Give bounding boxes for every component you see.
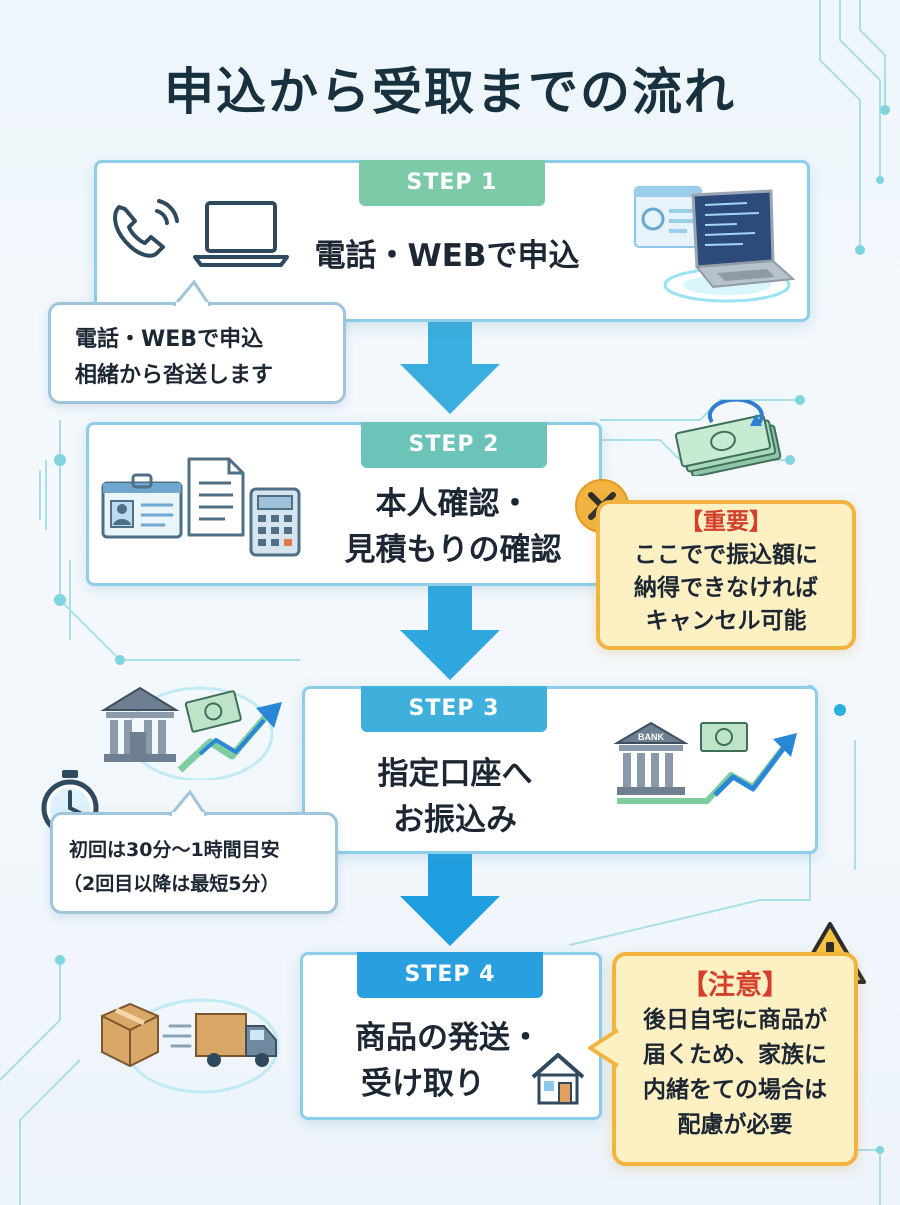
step-1-tab: STEP 1: [359, 160, 545, 206]
step-1-bubble-line: 相緒から沓送します: [75, 363, 274, 388]
step-4-tab: STEP 4: [357, 952, 543, 998]
phone-icon: [113, 199, 179, 258]
step-4-text-line: 受け取り: [361, 1066, 485, 1102]
caution-note: 【注意】 後日自宅に商品が 届くため、家族に 内緒をての場合は 配慮が必要: [612, 952, 858, 1166]
flow-arrow-3: [400, 850, 500, 946]
step-3-tab: STEP 3: [361, 686, 547, 732]
important-note-line: キャンセル可能: [645, 608, 807, 634]
step-2-tab: STEP 2: [361, 422, 547, 468]
house-icon: [531, 1053, 585, 1105]
caution-note-line: 内緒をての場合は: [643, 1077, 827, 1103]
flow-arrow-1: [400, 318, 500, 414]
step-3-text-line: お振込み: [393, 802, 517, 838]
caution-note-line: 後日自宅に商品が: [643, 1007, 827, 1033]
laptop-icon: [193, 201, 289, 267]
step-3-text-line: 指定口座へ: [377, 756, 533, 792]
caution-note-line: 配慮が必要: [677, 1112, 793, 1138]
step-4-text: 商品の発送・ 受け取り: [303, 1015, 593, 1107]
id-card-icon: [101, 473, 183, 539]
important-note-line: ここでで振込額に: [634, 542, 818, 568]
bank-transfer-icon: [100, 686, 282, 780]
page-title: 申込から受取までの流れ: [164, 63, 736, 121]
step-4-text-line: 商品の発送・: [355, 1020, 541, 1056]
step-3-bubble-line: 初回は30分〜1時間目安: [69, 839, 280, 861]
laptop-illustration-icon: [634, 186, 796, 303]
step-2-text: 本人確認・ 見積もりの確認: [303, 481, 603, 573]
document-icon: [187, 457, 245, 537]
step-1-text-line: 電話・WEBで申込: [314, 238, 580, 274]
step-1-bubble-line: 電話・WEBで申込: [75, 327, 264, 352]
bank-growth-icon: BANK: [613, 721, 797, 804]
step-2-text-line: 本人確認・: [375, 486, 531, 522]
step-1-text: 電話・WEBで申込: [277, 233, 617, 279]
step-1-bubble-tail: [172, 280, 212, 306]
step-4-card: STEP 4 商品の発送・ 受け取り: [300, 952, 602, 1120]
step-3-bubble-line: （2回目以降は最短5分）: [63, 873, 280, 895]
important-note-tag: 【重要】: [680, 509, 772, 535]
flow-arrow-2: [400, 584, 500, 680]
step-3-bubble: 初回は30分〜1時間目安 （2回目以降は最短5分）: [50, 812, 338, 914]
bank-label: BANK: [638, 732, 664, 742]
step-1-bubble: 電話・WEBで申込 相緒から沓送します: [48, 302, 346, 404]
important-note-line: 納得できなければ: [634, 575, 818, 601]
important-note: 【重要】 ここでで振込額に 納得できなければ キャンセル可能: [596, 500, 856, 650]
calculator-icon: [249, 487, 301, 557]
step-1-card: STEP 1 電話・WEBで申込: [94, 160, 810, 322]
step-3-bubble-tail: [168, 790, 208, 816]
delivery-truck-icon: [101, 998, 280, 1094]
step-2-text-line: 見積もりの確認: [344, 532, 562, 568]
step-2-card: STEP 2 本人確認・ 見積もりの確認: [86, 422, 602, 586]
caution-note-tail: [588, 1028, 618, 1068]
caution-note-tag: 【注意】: [681, 970, 789, 1001]
step-3-card: STEP 3 指定口座へ お振込み BANK: [302, 686, 818, 854]
money-refresh-icon: [674, 400, 782, 476]
caution-note-line: 届くため、家族に: [643, 1042, 827, 1068]
step-3-text: 指定口座へ お振込み: [305, 751, 605, 843]
